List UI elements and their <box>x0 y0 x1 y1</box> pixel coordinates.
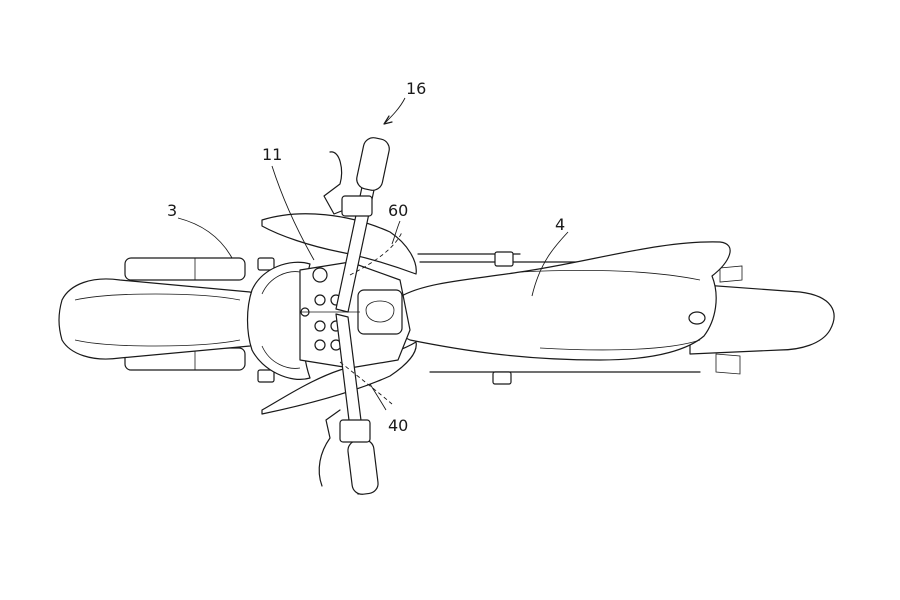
front-fork <box>124 257 275 383</box>
label-40: 40 <box>388 416 408 435</box>
label-60: 60 <box>388 201 408 220</box>
label-11: 11 <box>262 145 282 164</box>
headlight-cowl <box>246 261 311 380</box>
front-fender <box>58 278 260 360</box>
seat-and-tank <box>391 241 835 385</box>
steering-area <box>299 261 411 369</box>
label-16: 16 <box>406 79 426 98</box>
label-3: 3 <box>167 201 177 220</box>
handlebar <box>318 137 390 495</box>
label-4: 4 <box>555 215 565 234</box>
